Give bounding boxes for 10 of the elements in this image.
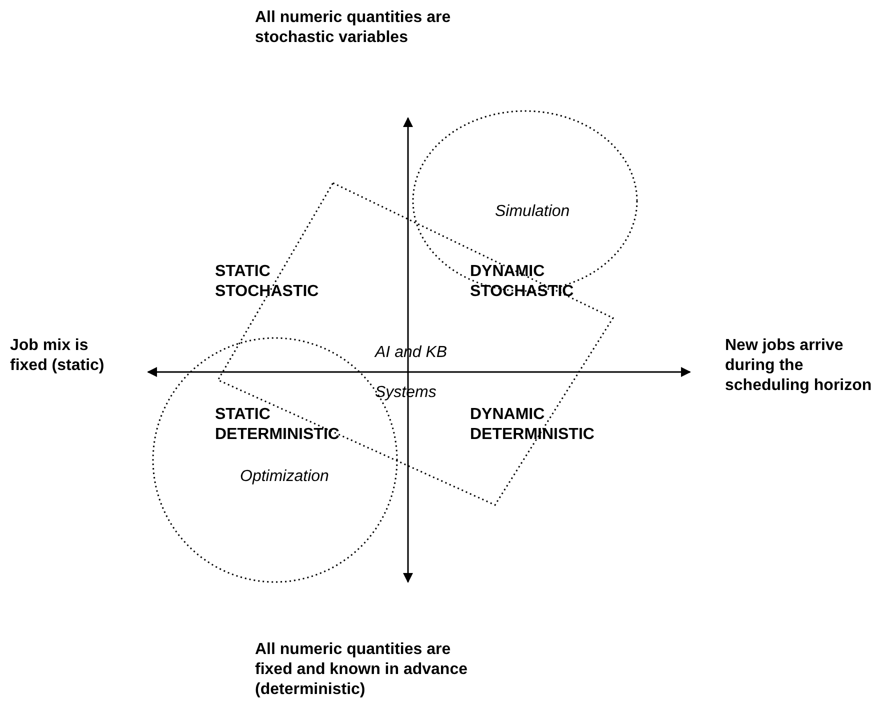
quadrant-label: STATIC STOCHASTIC bbox=[215, 262, 320, 302]
quadrant-label: STATIC DETERMINISTIC bbox=[215, 405, 340, 445]
quadrant-label: DYNAMIC DETERMINISTIC bbox=[470, 405, 596, 445]
axis-label: Job mix is fixed (static) bbox=[10, 336, 106, 376]
quadrant-label: DYNAMIC STOCHASTIC bbox=[470, 262, 575, 302]
axis-label: All numeric quantities are fixed and known in advance (deterministic) bbox=[255, 640, 468, 700]
shape-label: Simulation bbox=[495, 202, 571, 222]
shape-label: Optimization bbox=[240, 467, 330, 487]
axis-label: New jobs arrive during the scheduling horizon bbox=[725, 336, 873, 396]
axis-label: All numeric quantities are stochastic variables bbox=[255, 8, 452, 48]
